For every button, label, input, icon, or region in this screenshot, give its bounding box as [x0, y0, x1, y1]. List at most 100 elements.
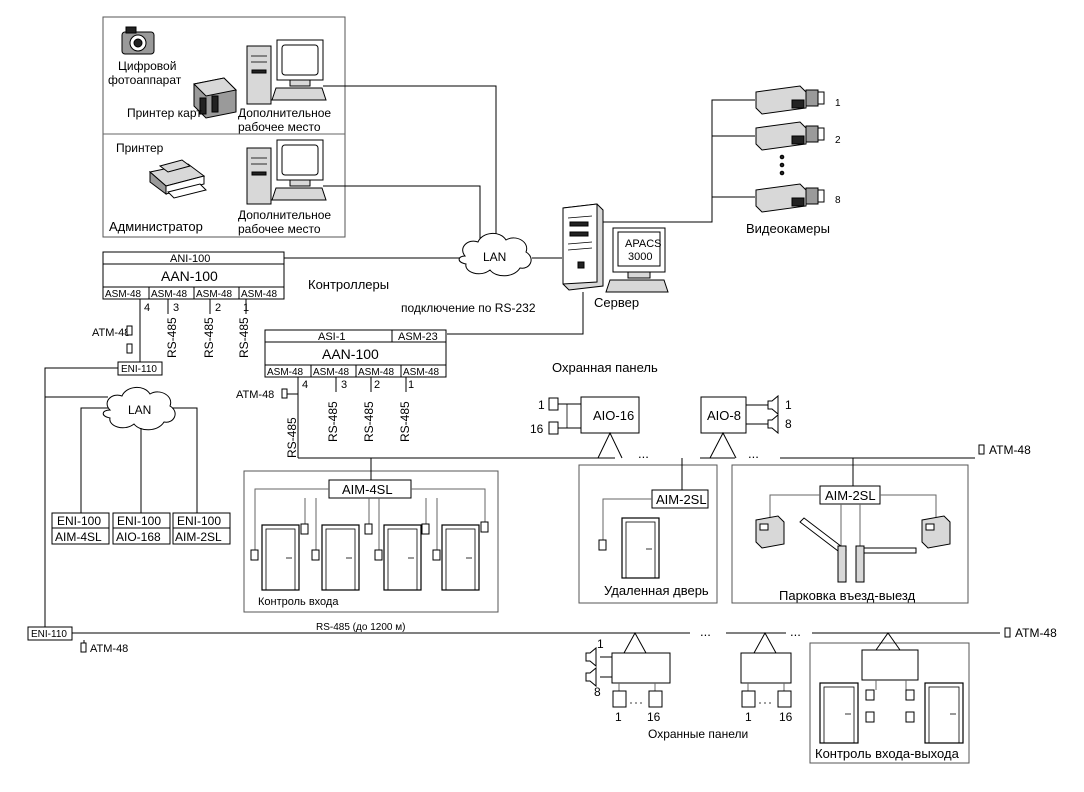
siren-number: 1 [597, 637, 604, 651]
ws2-lan-link [323, 185, 481, 245]
ws1-label-1: Дополнительное [238, 106, 331, 120]
security-panels-label: Охранные панели [648, 727, 748, 741]
apacs-label-2: 3000 [628, 251, 652, 263]
card-reader-icon [364, 523, 373, 535]
entry-exit-controller [861, 649, 919, 681]
atm-48-label-2: ATM-48 [236, 389, 274, 401]
rs485-label: RS-485 [362, 401, 376, 442]
sensor-icon [612, 690, 627, 708]
aim-2sl-label-1: AIM-2SL [656, 492, 707, 507]
ellipsis-dot-icon [779, 170, 785, 176]
atm-48-label-3: ATM-48 [989, 443, 1031, 457]
barrier-controller-icon [921, 515, 951, 549]
asm-48-label: ASM-48 [196, 289, 233, 300]
camera-number-1: 1 [835, 98, 841, 109]
card-reader-icon [374, 549, 383, 561]
barrier-gate-icon [855, 545, 917, 583]
video-camera-8-icon [755, 183, 825, 213]
printer-label: Принтер [116, 141, 164, 155]
ws1-lan-link [323, 85, 497, 245]
siren-number: 1 [785, 398, 792, 412]
digital-camera-icon [121, 26, 155, 55]
sensor-icon [548, 397, 559, 411]
port-number: 2 [374, 379, 380, 391]
entry-control-label: Контроль входа [258, 596, 339, 608]
atm-terminator-icon [126, 343, 133, 354]
workstation-1-icon [246, 39, 327, 105]
eni-110-label-2: ENI-110 [31, 629, 67, 640]
sensor-number: 16 [647, 710, 661, 724]
atm-terminator-icon [126, 325, 133, 336]
eni-module-top: ENI-100 [177, 514, 221, 528]
aio-16-link [597, 431, 623, 459]
bus-ellipsis: ... [748, 446, 759, 461]
panel-1-link [623, 631, 647, 654]
camera-label-1: Цифровой [118, 59, 176, 73]
admin-label: Администратор [109, 219, 203, 234]
rs485-label: RS-485 [285, 417, 299, 458]
atm-48-label-4: ATM-48 [90, 643, 128, 655]
lan-eni-3-link [172, 407, 198, 513]
siren-icon [585, 666, 597, 688]
card-printer-icon [192, 77, 238, 119]
aio-8-link [709, 431, 737, 459]
siren-icon [585, 646, 597, 668]
asm-48-label: ASM-48 [403, 367, 440, 378]
port-number: 2 [215, 302, 221, 314]
card-reader-icon [480, 521, 489, 533]
ws2-label-2: рабочее место [238, 222, 321, 236]
card-reader-icon [432, 549, 441, 561]
aan-100-label-1: AAN-100 [161, 268, 218, 284]
asm-48-label: ASM-48 [105, 289, 142, 300]
eni-module-top: ENI-100 [117, 514, 161, 528]
port-number: 4 [144, 302, 150, 314]
card-reader-icon [598, 539, 607, 551]
security-panel-title: Охранная панель [552, 360, 658, 375]
bus-ellipsis: ... [700, 624, 711, 639]
eni-module-bottom: AIM-2SL [175, 530, 222, 544]
card-printer-label: Принтер карт [127, 106, 202, 120]
rs485-label: RS-485 [398, 401, 412, 442]
video-camera-1-icon [755, 85, 825, 115]
ellipsis-dot-icon [779, 154, 785, 160]
atm-terminator-icon [1004, 627, 1011, 638]
ani-100-label: ANI-100 [170, 253, 210, 265]
ellipsis-dot-icon [779, 162, 785, 168]
camera-number-2: 2 [835, 135, 841, 146]
lan-cloud-icon [458, 233, 532, 277]
asm-48-label: ASM-48 [313, 367, 350, 378]
camera-label-2: фотоаппарат [108, 73, 182, 87]
atm-terminator-icon [80, 642, 87, 653]
eni-module-bottom: AIM-4SL [55, 530, 102, 544]
door-icon [383, 524, 422, 591]
asm-48-label: ASM-48 [151, 289, 188, 300]
remote-door-label: Удаленная дверь [604, 583, 709, 598]
lan-label-2: LAN [128, 403, 151, 417]
sensor-icon [548, 421, 559, 435]
atm-48-label: ATM-48 [92, 327, 130, 339]
card-reader-icon [311, 549, 320, 561]
controllers-label: Контроллеры [308, 277, 389, 292]
asm-23-label: ASM-23 [398, 331, 438, 343]
rs485-label: RS-485 [165, 317, 179, 358]
sensor-number: 1 [745, 710, 752, 724]
server-rs232-link [447, 292, 584, 335]
camera-number-8: 8 [835, 195, 841, 206]
panel-2-link [753, 631, 777, 654]
sensor-number: 16 [530, 422, 544, 436]
bus-ellipsis: ... [638, 446, 649, 461]
cameras-label: Видеокамеры [746, 221, 830, 236]
printer-icon [148, 159, 207, 199]
lan-eni-1-link [80, 407, 108, 513]
asm-48-label: ASM-48 [267, 367, 304, 378]
bottom-panel-2 [740, 652, 792, 684]
rs485-label: RS-485 [237, 317, 251, 358]
card-reader-icon [421, 523, 430, 535]
port-number: 4 [302, 379, 308, 391]
card-reader-icon [905, 711, 915, 723]
siren-icon [767, 413, 779, 435]
ws1-label-2: рабочее место [238, 120, 321, 134]
barrier-controller-icon [755, 515, 785, 549]
siren-icon [767, 394, 779, 416]
